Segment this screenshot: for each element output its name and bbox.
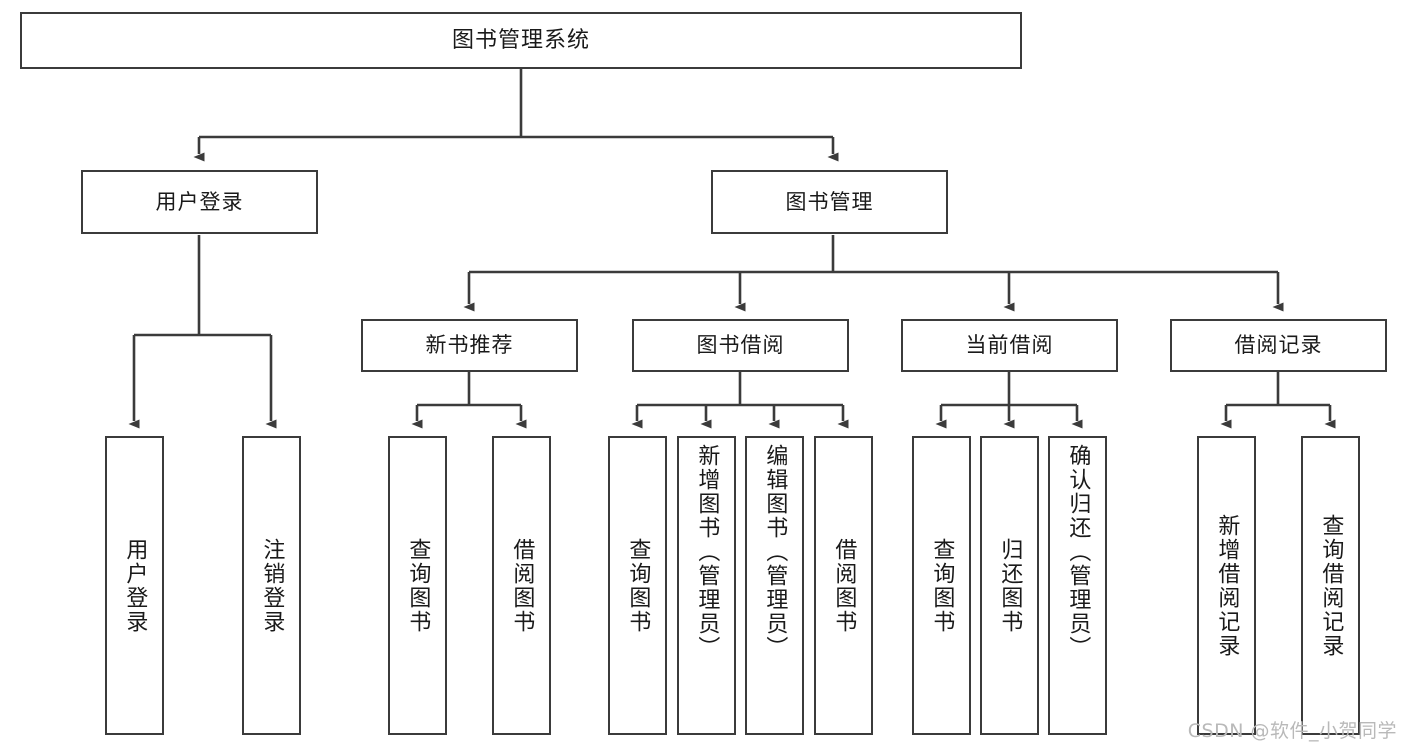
- node-label: 借阅图书: [509, 537, 535, 634]
- node-leaf-borrow-book-1[interactable]: 借阅图书: [492, 436, 551, 735]
- node-label: 确认归还（管理员）: [1065, 444, 1091, 660]
- node-root-book-management-system[interactable]: 图书管理系统: [20, 12, 1022, 69]
- node-label: 新书推荐: [425, 333, 514, 358]
- node-label: 查询图书: [405, 537, 431, 634]
- node-label: 图书管理系统: [451, 27, 590, 53]
- node-leaf-query-book-3[interactable]: 查询图书: [912, 436, 971, 735]
- node-label: 查询图书: [625, 537, 651, 634]
- node-leaf-confirm-return[interactable]: 确认归还（管理员）: [1048, 436, 1107, 735]
- node-label: 借阅记录: [1234, 333, 1323, 358]
- node-book-borrow[interactable]: 图书借阅: [632, 319, 849, 372]
- node-leaf-query-book-1[interactable]: 查询图书: [388, 436, 447, 735]
- node-current-borrow[interactable]: 当前借阅: [901, 319, 1118, 372]
- node-label: 查询借阅记录: [1318, 513, 1344, 658]
- node-label: 图书借阅: [696, 333, 785, 358]
- node-label: 用户登录: [155, 189, 244, 214]
- node-label: 新增借阅记录: [1214, 513, 1240, 658]
- node-label: 借阅图书: [831, 537, 857, 634]
- node-leaf-logout[interactable]: 注销登录: [242, 436, 301, 735]
- node-label: 图书管理: [785, 189, 874, 214]
- node-leaf-user-login[interactable]: 用户登录: [105, 436, 164, 735]
- node-leaf-add-record[interactable]: 新增借阅记录: [1197, 436, 1256, 735]
- node-new-book-recommend[interactable]: 新书推荐: [361, 319, 578, 372]
- node-leaf-edit-book[interactable]: 编辑图书（管理员）: [745, 436, 804, 735]
- node-label: 用户登录: [122, 537, 148, 634]
- node-leaf-add-book[interactable]: 新增图书（管理员）: [677, 436, 736, 735]
- csdn-watermark: CSDN @软件_小贺同学: [1187, 720, 1397, 742]
- node-label: 归还图书: [997, 537, 1023, 634]
- node-borrow-record[interactable]: 借阅记录: [1170, 319, 1387, 372]
- node-leaf-borrow-book-2[interactable]: 借阅图书: [814, 436, 873, 735]
- node-label: 注销登录: [259, 537, 285, 634]
- node-user-login[interactable]: 用户登录: [81, 170, 318, 234]
- node-label: 当前借阅: [965, 333, 1054, 358]
- node-leaf-query-record[interactable]: 查询借阅记录: [1301, 436, 1360, 735]
- node-label: 编辑图书（管理员）: [762, 444, 788, 660]
- node-leaf-return-book[interactable]: 归还图书: [980, 436, 1039, 735]
- node-leaf-query-book-2[interactable]: 查询图书: [608, 436, 667, 735]
- node-book-manage[interactable]: 图书管理: [711, 170, 948, 234]
- node-label: 新增图书（管理员）: [694, 444, 720, 660]
- node-label: 查询图书: [929, 537, 955, 634]
